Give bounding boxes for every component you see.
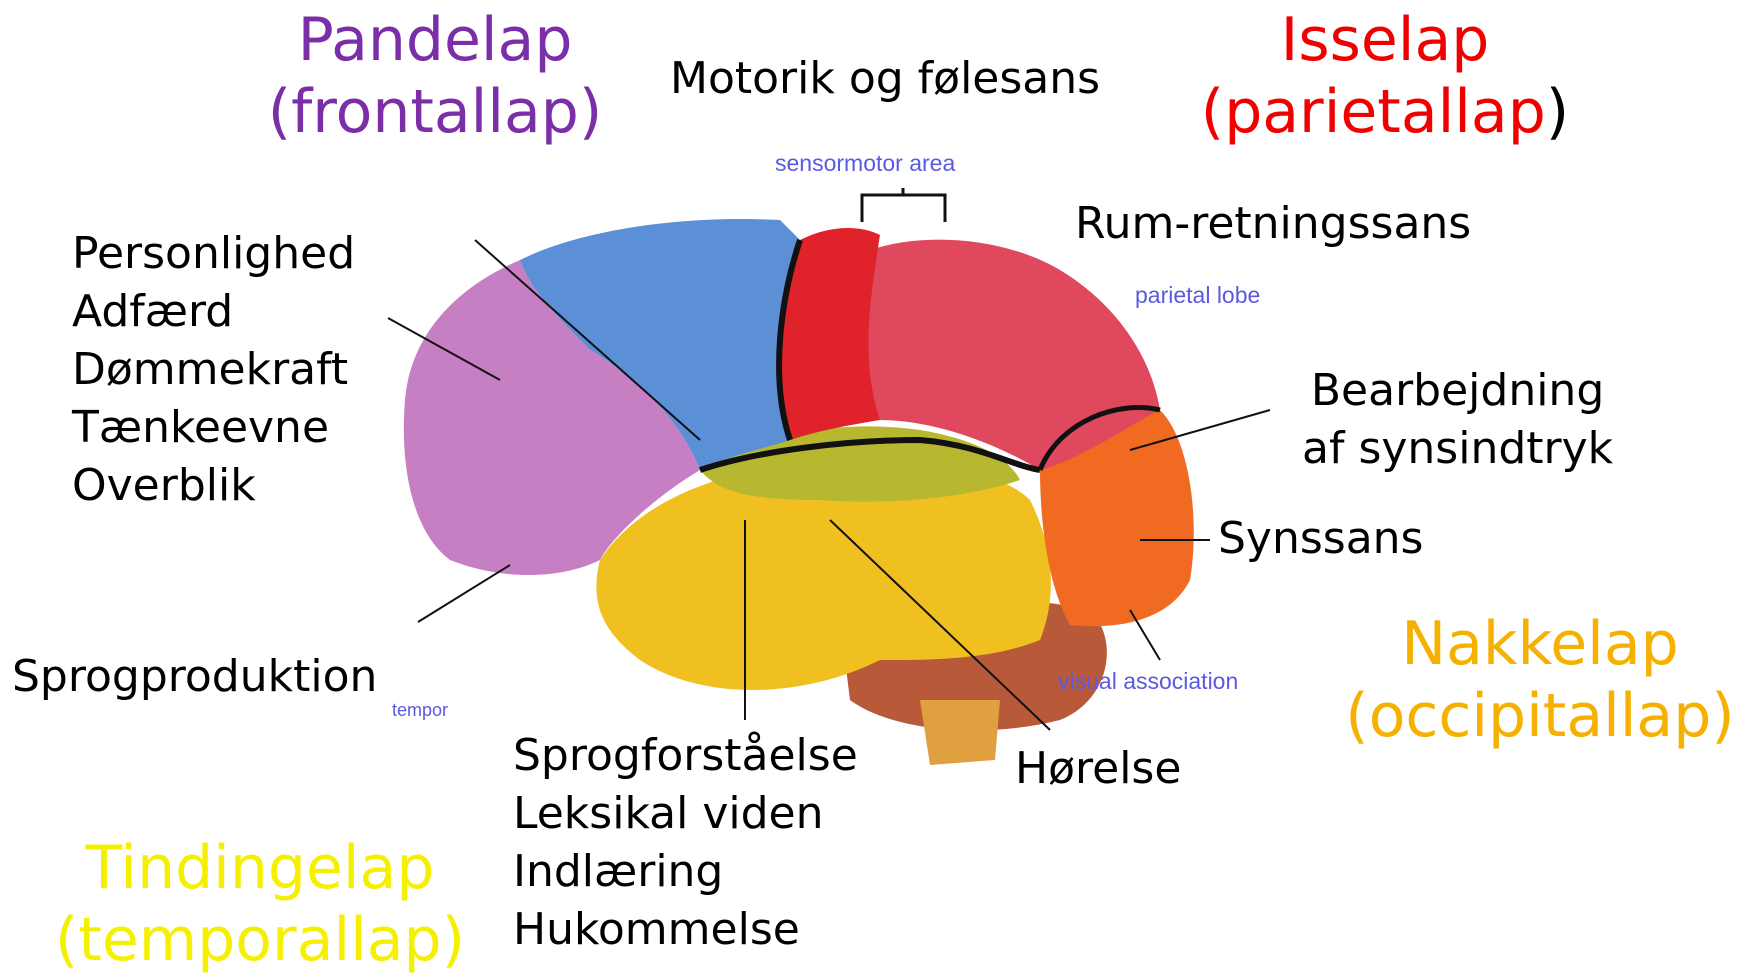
vision-function-label: Synssans [1218,510,1423,568]
temporal-function-list: Sprogforståelse Leksikal viden Indlæring… [513,727,858,959]
motor-function-label: Motorik og følesans [670,50,1100,108]
visual-processing-label: Bearbejdning af synsindtryk [1302,362,1613,478]
brainstem-region [920,700,1000,765]
temporal-function-item: Hukommelse [513,901,858,959]
temporal-lobe-name: Tindingelap [40,832,480,904]
frontal-function-list: Personlighed Adfærd Dømmekraft Tænkeevne… [72,225,355,515]
sensormotor-bracket [862,188,945,222]
temporal-function-item: Indlæring [513,843,858,901]
frontal-function-item: Dømmekraft [72,341,355,399]
parietal-lobe-name: Isselap [1175,4,1595,76]
parietal-lobe-title: Isselap (parietallap) [1175,4,1595,148]
frontal-lobe-title: Pandelap (frontallap) [230,4,640,148]
frontal-function-item: Tænkeevne [72,399,355,457]
temporal-lobe-title: Tindingelap (temporallap) [40,832,480,976]
temporal-function-item: Sprogforståelse [513,727,858,785]
temporal-lobe-latin: (temporallap) [40,904,480,976]
visual-association-label: visual association [1058,668,1238,695]
parietal-lobe-latin-close: ) [1546,77,1569,147]
frontal-lobe-name: Pandelap [230,4,640,76]
parietal-lobe-latin: (parietallap [1201,77,1546,147]
frontal-lobe-latin: (frontallap) [230,76,640,148]
occipital-lobe-latin: (occipitallap) [1330,680,1750,752]
occipital-lobe-title: Nakkelap (occipitallap) [1330,608,1750,752]
hearing-function-label: Hørelse [1015,740,1181,798]
temporal-fragment-label: tempor [392,700,448,721]
temporal-function-item: Leksikal viden [513,785,858,843]
parietal-lobe-embedded-label: parietal lobe [1135,282,1260,309]
visual-processing-line: af synsindtryk [1302,420,1613,478]
frontal-function-item: Adfærd [72,283,355,341]
frontal-function-item: Personlighed [72,225,355,283]
sensormotor-area-label: sensormotor area [775,150,955,177]
speech-production-label: Sprogproduktion [12,648,377,706]
frontal-function-item: Overblik [72,457,355,515]
occipital-lobe-name: Nakkelap [1330,608,1750,680]
visual-processing-line: Bearbejdning [1302,362,1613,420]
spatial-function-label: Rum-retningssans [1075,195,1471,253]
